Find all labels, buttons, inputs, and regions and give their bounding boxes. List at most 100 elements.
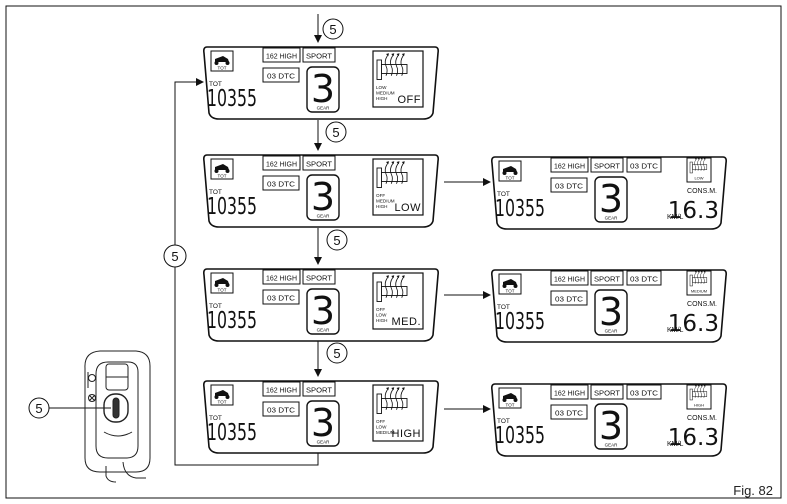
odometer-value: 10355 [207,308,257,334]
heated-grip-icon [689,385,708,401]
current-level: MED. [392,316,422,328]
cons-label: CONS.M. [687,415,717,422]
riding-mode-text: SPORT [594,389,620,398]
heated-grip-icon [689,158,708,174]
dtc-text: 03 DTC [555,409,584,418]
level-option: HIGH [376,204,387,209]
tot-bike-icon: TOT [498,387,522,409]
heated-grip-icon [376,161,408,188]
gear-value: 3 [311,67,335,111]
gear-label: GEAR [317,106,331,111]
dtc-text-secondary: 03 DTC [630,389,659,398]
callout-label: 5 [332,125,339,140]
gear-box [306,174,340,221]
dtc-text: 03 DTC [267,180,296,189]
callout-1-2: 5 [325,121,347,143]
dtc-box [550,177,588,193]
heated-grip-icon [376,387,408,414]
gear-box [306,288,340,335]
grip-level-label: MEDIUM [691,289,707,294]
rpm-mode-box [262,47,301,63]
tot-icon-label: TOT [506,289,515,294]
figure-caption: Fig. 82 [733,483,773,498]
tot-bike-icon: TOT [210,158,234,180]
tot-icon-label: TOT [218,400,227,405]
riding-mode-box [590,384,624,400]
callout-label: 5 [329,22,336,37]
riding-mode-box [590,270,624,286]
dtc-box [262,289,300,305]
tot-bike-icon: TOT [210,50,234,72]
level-option: LOW [376,313,387,318]
level-option: MEDIUM [376,430,395,435]
odo-label: TOT [209,81,222,88]
riding-mode-box [302,381,336,397]
level-option: MEDIUM [376,91,395,96]
gear-value: 3 [311,175,335,219]
dtc-box [262,175,300,191]
callout-label: 5 [171,249,178,264]
odo-label: TOT [497,418,510,425]
level-option: OFF [376,307,385,312]
riding-mode-text: SPORT [306,386,332,395]
dtc-text-secondary: 03 DTC [630,162,659,171]
odometer-value: 10355 [495,196,545,222]
tot-icon-label: TOT [506,176,515,181]
tot-bike-icon: TOT [210,384,234,406]
grip-level-indicator: MEDIUM [686,270,712,296]
odo-label: TOT [497,304,510,311]
dtc-text: 03 DTC [267,406,296,415]
rpm-mode-box [550,157,589,173]
riding-mode-box [302,269,336,285]
level-option: MEDIUM [376,199,395,204]
dtc-box [550,404,588,420]
riding-mode-text: SPORT [306,160,332,169]
odometer-value: 10355 [495,309,545,335]
gear-label: GEAR [605,216,619,221]
figure-frame [5,5,782,499]
rpm-mode-text: 162 HIGH [554,162,585,171]
rpm-mode-text: 162 HIGH [554,389,585,398]
tot-icon-label: TOT [218,288,227,293]
cons-value: 16.3 [668,311,719,337]
odometer-value: 10355 [495,423,545,449]
handlebar-switch [84,350,151,483]
level-option: HIGH [376,96,387,101]
dtc-box [262,401,300,417]
cons-label: CONS.M. [687,188,717,195]
gear-box [594,176,628,223]
heated-grip-icon [689,271,708,287]
tot-icon-label: TOT [218,174,227,179]
rpm-mode-box [262,269,301,285]
riding-mode-text: SPORT [594,275,620,284]
rpm-mode-box [550,270,589,286]
dtc-text: 03 DTC [267,294,296,303]
dtc-text: 03 DTC [555,295,584,304]
heated-grip-icon [376,53,408,80]
odo-label: TOT [209,303,222,310]
dtc-box-secondary [626,270,662,286]
current-level: OFF [398,94,422,106]
odometer-value: 10355 [207,420,257,446]
rpm-mode-box [262,381,301,397]
dtc-box [262,67,300,83]
level-option: OFF [376,419,385,424]
dtc-box-secondary [626,384,662,400]
riding-mode-text: SPORT [306,274,332,283]
gear-label: GEAR [317,214,331,219]
gear-value: 3 [311,401,335,445]
tot-bike-icon: TOT [498,273,522,295]
rpm-mode-text: 162 HIGH [554,275,585,284]
callout-3-4: 5 [326,342,348,364]
dtc-text-secondary: 03 DTC [630,275,659,284]
rpm-mode-text: 162 HIGH [266,52,297,61]
current-level: LOW [394,202,421,214]
